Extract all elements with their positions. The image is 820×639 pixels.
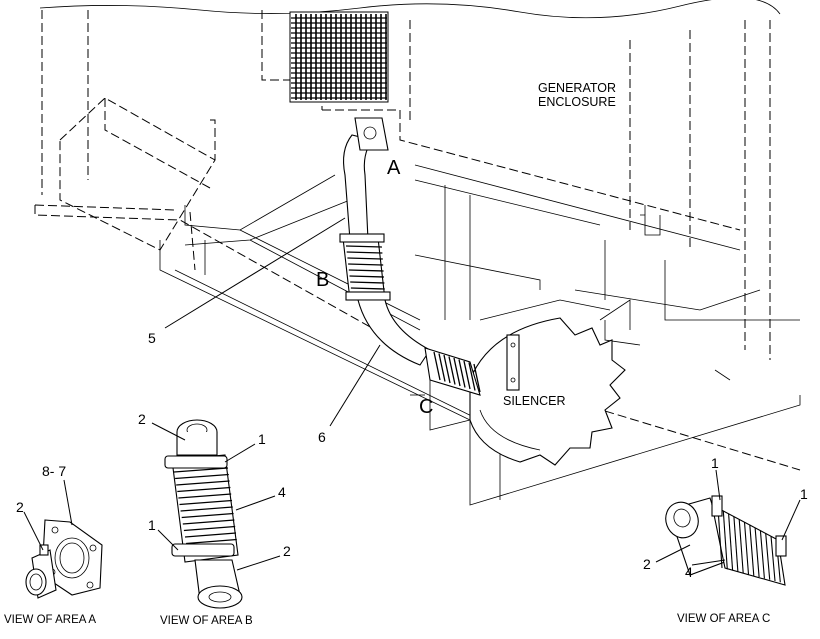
generator-enclosure xyxy=(39,0,781,360)
view-b-caption: VIEW OF AREA B xyxy=(160,615,253,627)
view-c-callout-1-right: 1 xyxy=(800,486,808,502)
left-hood-panel xyxy=(59,97,216,271)
view-area-b: 2 1 4 1 2 VIEW OF AREA B xyxy=(138,411,291,627)
callout-6: 6 xyxy=(318,429,326,445)
exhaust-elbow xyxy=(343,117,389,241)
view-c-callout-4: 4 xyxy=(685,564,693,580)
view-a-caption: VIEW OF AREA A xyxy=(4,614,96,626)
view-b-callout-2-top: 2 xyxy=(138,411,146,427)
area-b-marker: B xyxy=(316,269,329,291)
view-c-callout-1-left: 1 xyxy=(711,455,719,471)
area-a-marker: A xyxy=(387,157,401,179)
bellows-c xyxy=(424,347,481,396)
silencer-label: SILENCER xyxy=(503,394,566,408)
view-b-callout-4: 4 xyxy=(278,484,286,500)
view-c-callout-2: 2 xyxy=(643,556,651,572)
generator-enclosure-label-2: ENCLOSURE xyxy=(538,95,616,109)
view-c-caption: VIEW OF AREA C xyxy=(677,613,770,625)
view-b-callout-2-bottom: 2 xyxy=(283,543,291,559)
view-b-callout-1-top: 1 xyxy=(258,431,266,447)
generator-enclosure-label-1: GENERATOR xyxy=(538,81,616,95)
area-c-marker: C xyxy=(419,396,433,418)
view-area-c: 1 1 2 4 VIEW OF AREA C xyxy=(643,455,808,625)
exhaust-pipe-lower xyxy=(357,299,431,366)
bellows-b xyxy=(339,233,391,301)
main-leaders xyxy=(164,217,381,427)
callout-5: 5 xyxy=(148,330,156,346)
view-a-callout-8-7: 8- 7 xyxy=(42,463,66,479)
view-area-a: 8- 7 2 VIEW OF AREA A xyxy=(4,463,103,626)
silencer xyxy=(469,317,626,466)
view-b-callout-1-bottom: 1 xyxy=(148,517,156,533)
view-a-callout-2: 2 xyxy=(16,499,24,515)
radiator-grille xyxy=(289,11,389,103)
